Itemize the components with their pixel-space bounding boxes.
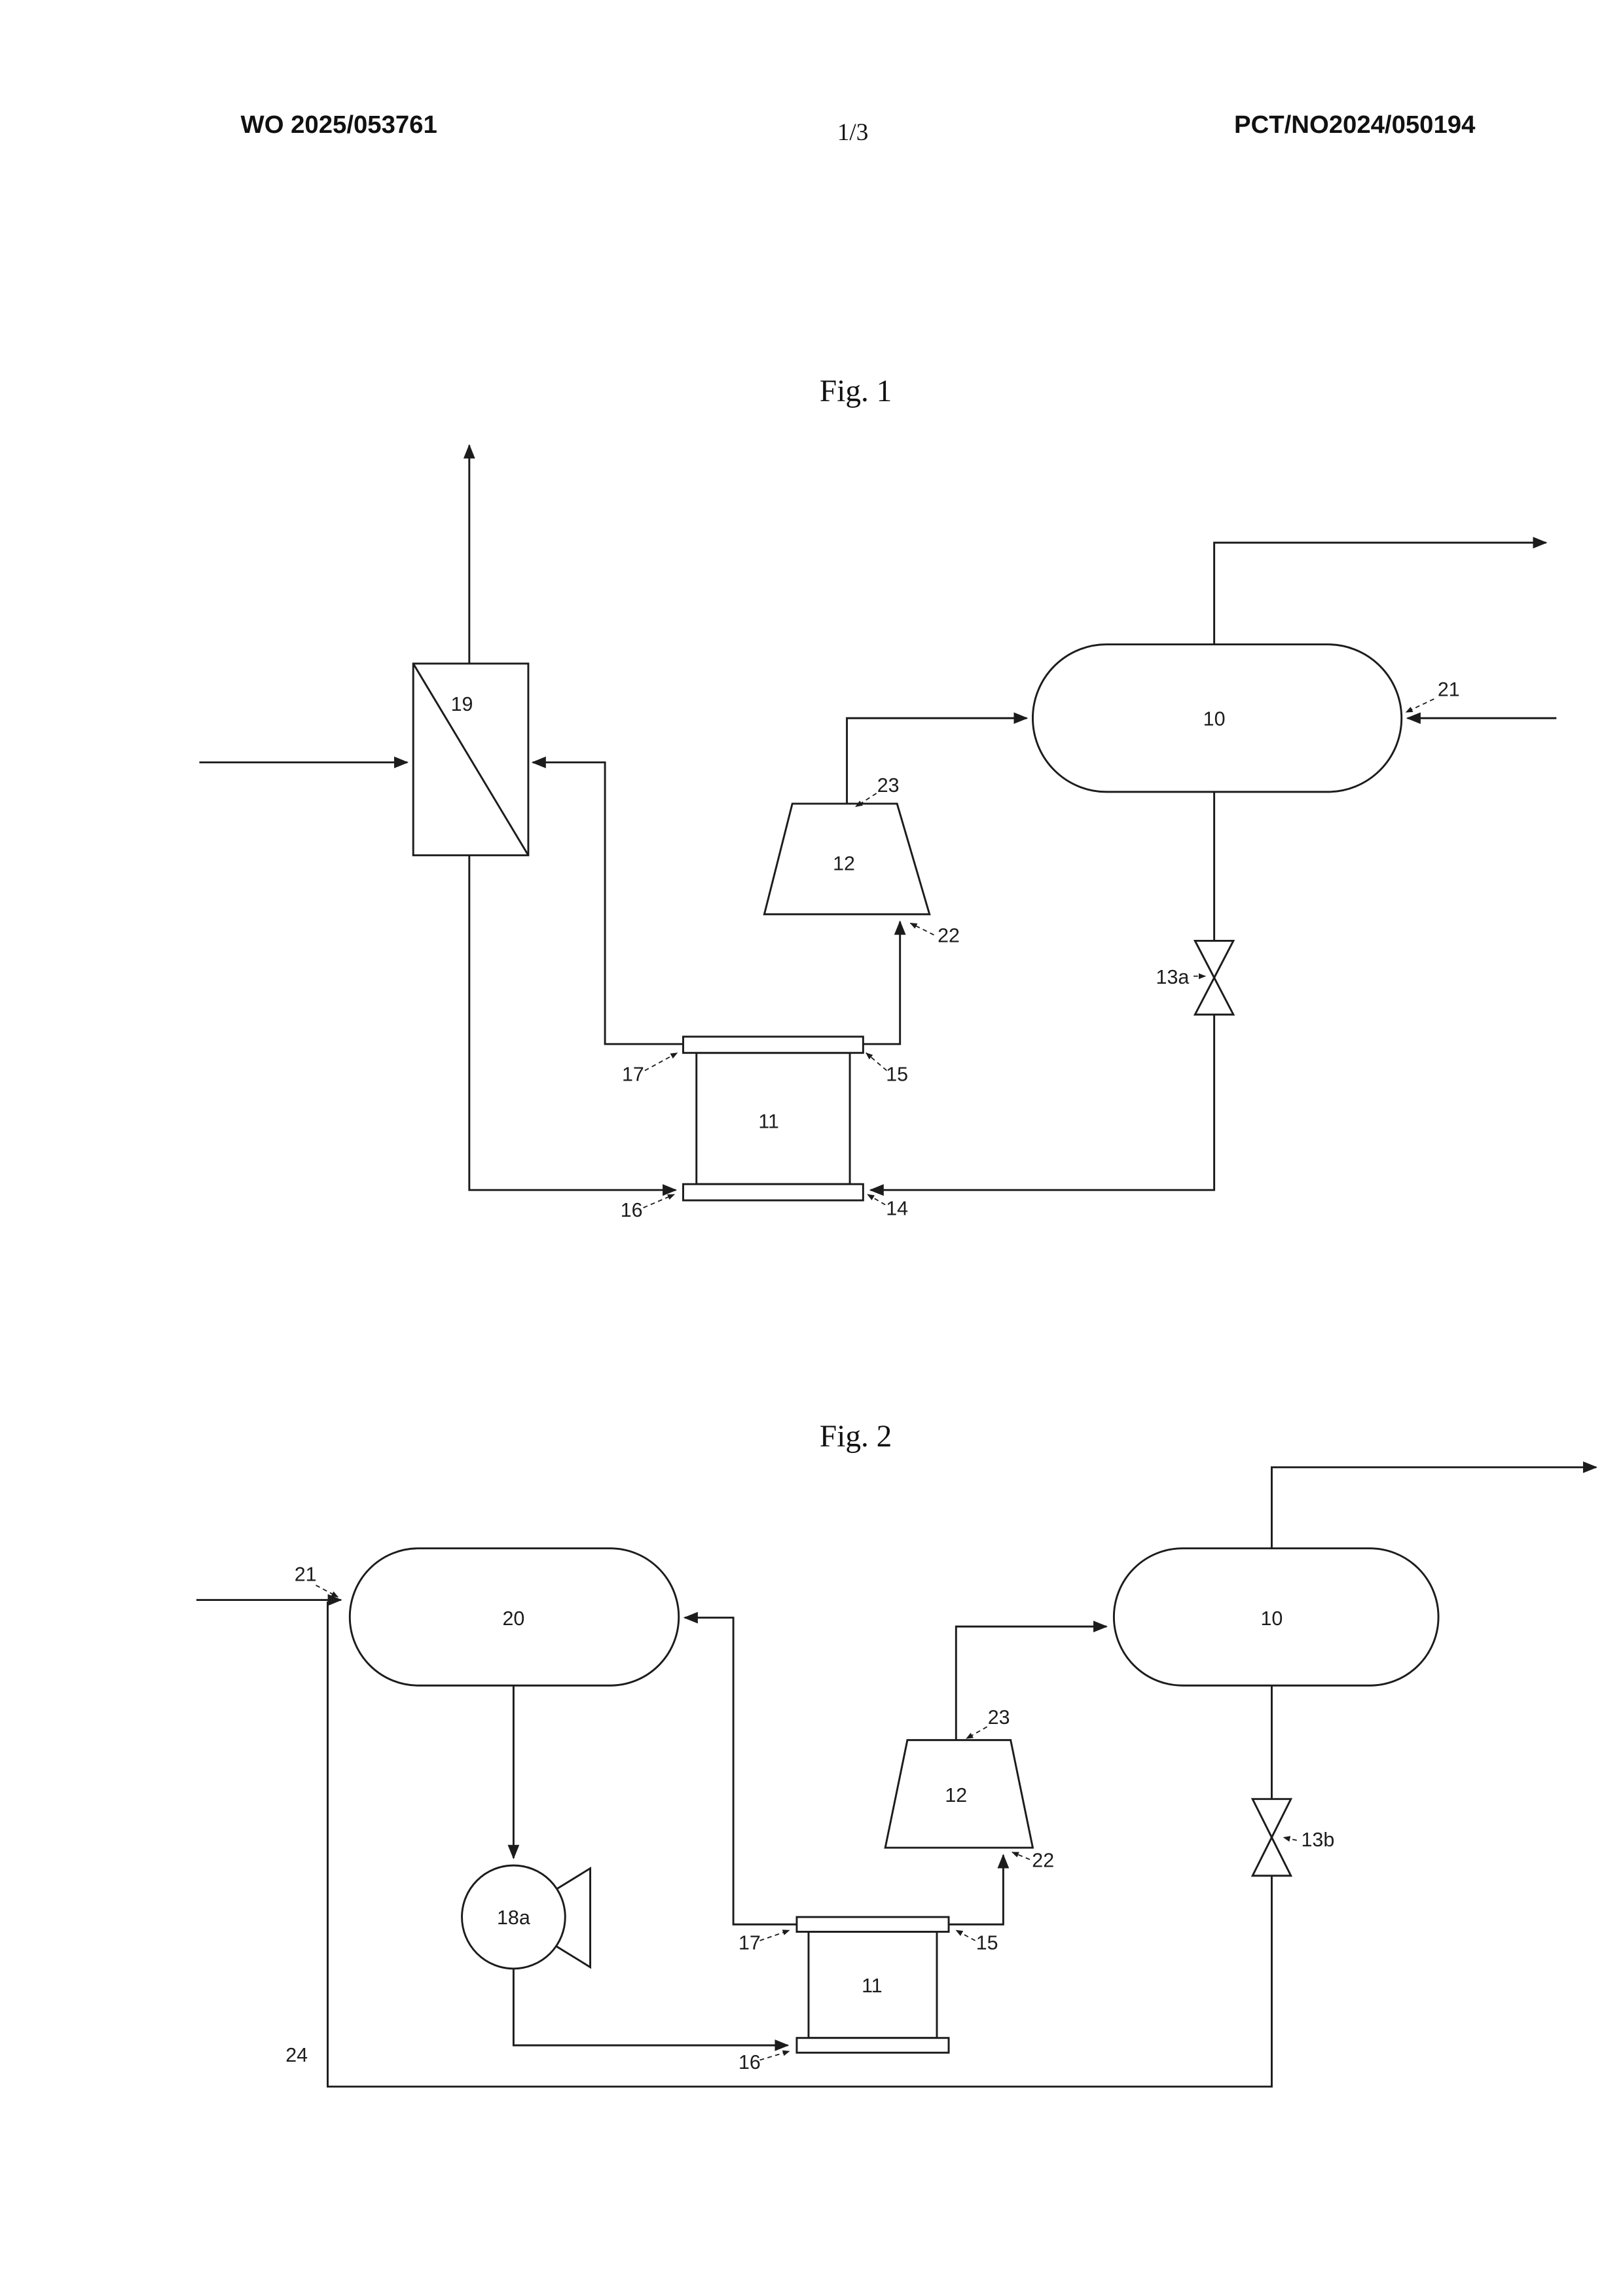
fig2-leader-23: [966, 1726, 988, 1740]
application-number: PCT/NO2024/050194: [1234, 111, 1476, 139]
fig1-leader-14: [867, 1194, 886, 1206]
fig2-pump: 18a: [461, 1864, 592, 1970]
fig1-vessel-label: 10: [1203, 708, 1226, 730]
fig1-compressor-to-vessel-line: [846, 712, 1029, 804]
figure-1: Fig. 1 19 12 10 1: [199, 374, 1557, 1221]
fig2-hx-label: 11: [862, 1975, 883, 1997]
fig1-stream-17-label: 17: [622, 1063, 644, 1085]
fig2-left-vessel: 20: [348, 1547, 680, 1687]
fig2-leader-15: [955, 1929, 976, 1941]
fig2-compressor-to-vessel10-line: [955, 1621, 1108, 1740]
fig1-stream-23-label: 23: [877, 774, 900, 797]
fig1-leader-22: [909, 922, 934, 936]
fig2-right-vessel-label: 10: [1261, 1607, 1283, 1630]
page-indicator: 1/3: [837, 119, 868, 146]
fig2-hx-top-plate: [795, 1916, 950, 1933]
fig1-compressor: 12: [763, 802, 931, 916]
fig1-vessel-body: [1031, 643, 1403, 793]
fig1-compressor-label: 12: [833, 852, 855, 874]
fig1-hx-label: 11: [758, 1111, 779, 1133]
fig2-stream-17-label: 17: [739, 1932, 761, 1954]
fig2-leader-21: [316, 1585, 339, 1598]
fig2-vessel10-top-outlet-line: [1270, 1461, 1597, 1549]
fig1-hx-bottom-plate: [682, 1183, 864, 1202]
figure-2-title: Fig. 2: [820, 1420, 892, 1454]
fig2-stream-15-label: 15: [976, 1932, 998, 1954]
fig1-stream-21-label: 21: [1438, 678, 1460, 700]
fig1-heat-exchanger: 11: [682, 1035, 864, 1202]
fig1-valve-label: 13a: [1156, 966, 1190, 988]
fig2-compressor: 12: [884, 1739, 1034, 1849]
fig2-compressor-body: [884, 1739, 1034, 1849]
fig1-membrane-separator: 19: [412, 662, 530, 857]
fig2-pump-body: [461, 1864, 566, 1970]
fig1-membrane-diagonal: [412, 663, 530, 856]
fig2-valve-bottom-triangle: [1250, 1835, 1293, 1877]
fig2-right-vessel: 10: [1112, 1547, 1440, 1687]
fig2-valve: 13b: [1250, 1798, 1335, 1877]
fig1-separator-label: 19: [451, 693, 473, 715]
fig2-leader-16: [759, 2050, 790, 2061]
fig2-recycle-line: [327, 1601, 1273, 2088]
fig2-pump-label: 18a: [497, 1907, 530, 1929]
fig1-valve-bottom-triangle: [1193, 975, 1235, 1016]
fig1-stream-22-label: 22: [938, 925, 960, 947]
fig1-vessel: 10: [1031, 643, 1403, 793]
fig2-hx-to-vessel20-line: [683, 1611, 797, 1926]
fig2-right-vessel-body: [1112, 1547, 1440, 1687]
fig1-stream-15-label: 15: [886, 1063, 908, 1085]
fig2-leader-17: [759, 1929, 790, 1941]
fig1-hx-to-compressor-line: [863, 920, 906, 1045]
fig2-leader-22: [1012, 1851, 1030, 1860]
fig1-leader-15: [866, 1052, 887, 1071]
page-header: WO 2025/053761 1/3 PCT/NO2024/050194: [241, 111, 1476, 146]
fig2-left-vessel-body: [348, 1547, 680, 1687]
fig1-leader-21: [1405, 698, 1434, 713]
publication-number: WO 2025/053761: [241, 111, 437, 139]
figure-2: Fig. 2 20 18a 12 10: [196, 1420, 1597, 2088]
fig1-leader-23: [855, 793, 877, 808]
fig2-valve-top-triangle: [1250, 1798, 1293, 1840]
fig2-heat-exchanger: 11: [795, 1916, 950, 2054]
figure-1-title: Fig. 1: [820, 374, 892, 408]
fig1-vessel-top-outlet-line: [1213, 537, 1548, 645]
fig2-hx-bottom-plate: [795, 2037, 950, 2054]
fig2-stream-23-label: 23: [988, 1706, 1010, 1729]
fig1-hx-to-separator-line: [531, 756, 684, 1045]
fig2-stream-21-label: 21: [295, 1563, 317, 1585]
fig1-leader-17: [644, 1052, 678, 1071]
fig2-stream-22-label: 22: [1032, 1849, 1054, 1871]
fig2-stream-24-label: 24: [285, 2044, 308, 2066]
fig2-compressor-label: 12: [945, 1784, 967, 1806]
fig1-separator-to-hx-line: [468, 855, 678, 1196]
fig2-left-vessel-label: 20: [502, 1607, 524, 1630]
fig1-valve: 13a: [1156, 939, 1235, 1016]
fig2-valve-label: 13b: [1302, 1829, 1335, 1851]
fig1-vessel-to-hx-line: [869, 791, 1216, 1196]
fig1-stream-14-label: 14: [886, 1198, 908, 1220]
fig1-valve-top-triangle: [1193, 939, 1235, 980]
fig2-stream-16-label: 16: [739, 2051, 761, 2073]
fig1-hx-top-plate: [682, 1035, 864, 1054]
fig2-hx-to-compressor-line: [949, 1854, 1010, 1926]
fig1-stream-16-label: 16: [621, 1199, 643, 1221]
fig1-hx-body: [695, 1052, 851, 1185]
fig2-pump-to-hx-line: [512, 1968, 790, 2051]
fig2-valve-leader: [1283, 1836, 1297, 1842]
fig1-leader-16: [643, 1194, 675, 1209]
